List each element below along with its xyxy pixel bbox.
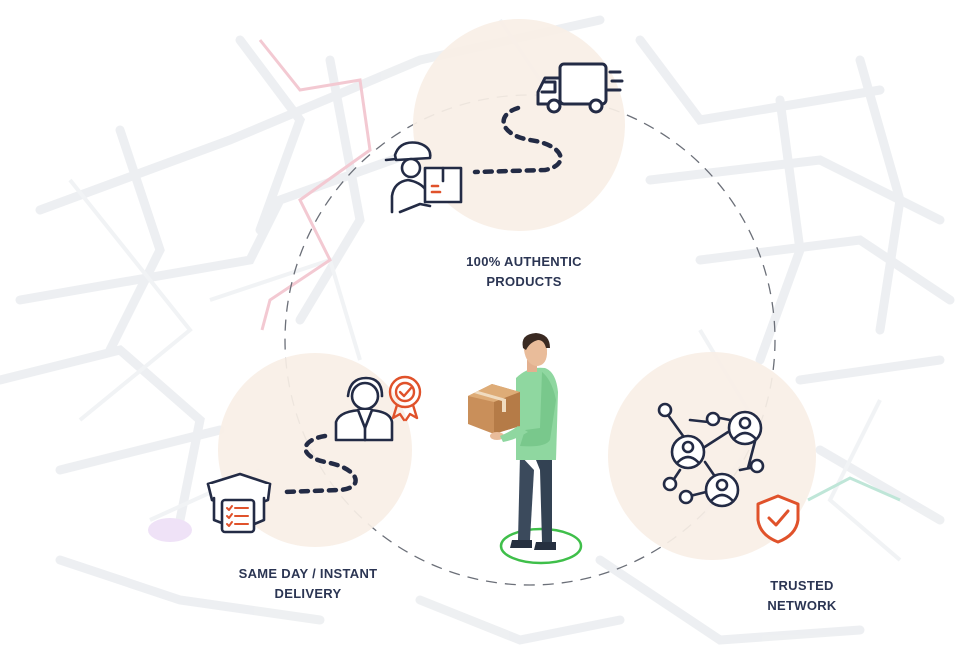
- feature-label-line: 100% AUTHENTIC: [424, 252, 624, 272]
- feature-label-line: DELIVERY: [208, 584, 408, 604]
- map-location-blur: [148, 518, 192, 542]
- feature-label-line: SAME DAY / INSTANT: [208, 564, 408, 584]
- shield-check-icon: [758, 496, 798, 542]
- feature-label-authentic: 100% AUTHENTIC PRODUCTS: [424, 252, 624, 292]
- person-holding-box: [468, 333, 581, 563]
- feature-label-network: TRUSTED NETWORK: [702, 576, 902, 616]
- feature-label-line: PRODUCTS: [424, 272, 624, 292]
- feature-label-delivery: SAME DAY / INSTANT DELIVERY: [208, 564, 408, 604]
- feature-label-line: TRUSTED: [702, 576, 902, 596]
- feature-label-line: NETWORK: [702, 596, 902, 616]
